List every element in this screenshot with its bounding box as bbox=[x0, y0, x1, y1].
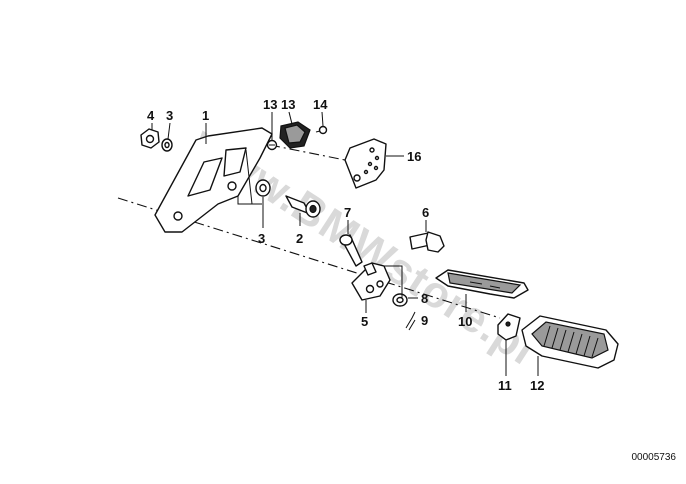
footrest-rubber bbox=[521, 315, 619, 369]
small-screw bbox=[266, 139, 278, 151]
callout-9: 9 bbox=[421, 313, 428, 328]
callout-15: 14 bbox=[313, 97, 328, 112]
callout-10: 10 bbox=[458, 314, 472, 329]
hex-bolt bbox=[409, 231, 445, 253]
footrest-bracket bbox=[154, 127, 273, 233]
diagram-reference-number: 00005736 bbox=[632, 452, 677, 463]
callout-1: 1 bbox=[202, 108, 209, 123]
callout-13: 13 bbox=[281, 97, 295, 112]
callout-3-lower: 3 bbox=[258, 231, 265, 246]
callout-16: 16 bbox=[407, 149, 421, 164]
footrest bbox=[435, 269, 529, 299]
callout-12: 12 bbox=[530, 378, 544, 393]
callout-4: 4 bbox=[147, 108, 155, 123]
callout-3-upper: 3 bbox=[166, 108, 173, 123]
washer-upper bbox=[161, 138, 173, 152]
pivot-pin bbox=[339, 234, 363, 267]
rubber-buffer bbox=[279, 121, 311, 149]
callout-7: 7 bbox=[344, 205, 351, 220]
callout-6: 6 bbox=[422, 205, 429, 220]
footrest-holder bbox=[351, 262, 391, 301]
washer-lower bbox=[255, 179, 271, 197]
screw bbox=[315, 125, 328, 135]
clip bbox=[497, 313, 521, 341]
upper-axis-line bbox=[269, 144, 346, 161]
washer bbox=[392, 293, 408, 307]
callout-14: 13 bbox=[263, 97, 277, 112]
cover-plate bbox=[344, 138, 387, 189]
callout-8: 8 bbox=[421, 291, 428, 306]
callout-2: 2 bbox=[296, 231, 303, 246]
leader-lines bbox=[151, 111, 539, 376]
hex-socket-bolt bbox=[285, 195, 321, 218]
cotter-pin bbox=[405, 311, 416, 331]
nut bbox=[140, 128, 160, 149]
callout-11: 11 bbox=[498, 378, 512, 393]
callout-5: 5 bbox=[361, 314, 368, 329]
